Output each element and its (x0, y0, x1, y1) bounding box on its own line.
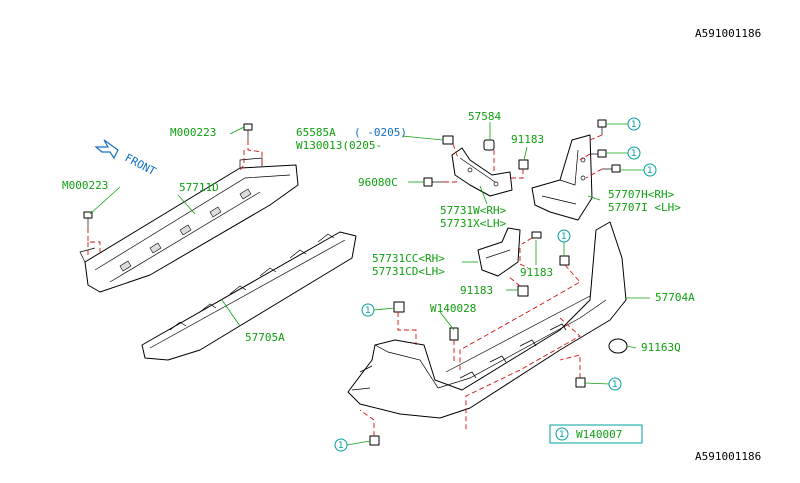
label-57584: 57584 (468, 110, 501, 123)
leader (401, 135, 444, 141)
label-57731cc: 57731CC<RH> (372, 252, 445, 265)
label-57711d: 57711D (179, 181, 219, 194)
label-57707i: 57707I <LH> (608, 201, 681, 214)
label-w130013: W130013(0205- (296, 139, 382, 152)
front-label: FRONT (123, 151, 159, 178)
bolt-icon (590, 149, 607, 158)
legend-part-number: W140007 (576, 428, 622, 441)
bracket-57731w (451, 147, 513, 197)
svg-text:1: 1 (365, 306, 371, 316)
label-96080c: 96080C (358, 176, 398, 189)
bumper-face-57704a (347, 221, 627, 419)
reference-code-bottom: A591001186 (695, 450, 761, 463)
bolt-icon (597, 119, 607, 135)
nut-91183-mid-icon (531, 231, 542, 239)
svg-text:1: 1 (338, 441, 344, 451)
clip-right-icon (559, 255, 570, 266)
clip-57584-icon (483, 139, 495, 151)
legend-box: 1 W140007 (549, 424, 643, 444)
leader (626, 345, 637, 349)
svg-text:1: 1 (631, 120, 637, 130)
clip-65585a-icon (442, 135, 454, 145)
callout-mark: 1 (643, 163, 657, 177)
callout-mark: 1 (608, 377, 622, 391)
leader (346, 440, 371, 446)
leader (177, 194, 196, 215)
label-m000223-lower: M000223 (62, 179, 108, 192)
dash-line (359, 264, 581, 436)
label-m000223-upper: M000223 (170, 126, 216, 139)
reference-code-top: A591001186 (695, 27, 761, 40)
clip-bottom-icon (575, 377, 586, 388)
callout-mark: 1 (334, 438, 348, 452)
dash-line (444, 143, 524, 183)
label-91163q: 91163Q (641, 341, 681, 354)
bolt-96080c-icon (423, 177, 444, 187)
dash-line (507, 237, 533, 287)
label-57705a: 57705A (245, 331, 285, 344)
leader (479, 185, 488, 205)
svg-text:1: 1 (561, 232, 567, 242)
nut-91183-upper-icon (518, 159, 529, 170)
label-91183-mid: 91183 (520, 266, 553, 279)
label-57731x: 57731X<LH> (440, 217, 507, 230)
label-w140028: W140028 (430, 302, 476, 315)
clip-upper-icon (393, 301, 405, 313)
front-arrow-icon (94, 139, 119, 160)
clip-w140028-icon (449, 327, 459, 341)
label-91183-upper: 91183 (511, 133, 544, 146)
cap-91163q-icon (608, 338, 628, 354)
nut-91183-lower-icon (517, 285, 529, 297)
bracket-57707h (531, 134, 593, 221)
label-57731cd: 57731CD<LH> (372, 265, 445, 278)
label-65585a-range: ( -0205) (354, 126, 407, 139)
label-91183-lower: 91183 (460, 284, 493, 297)
clip-lower-left-icon (369, 435, 380, 446)
label-65585a: 65585A (296, 126, 336, 139)
label-57731w: 57731W<RH> (440, 204, 507, 217)
leader (523, 146, 528, 161)
leader (221, 299, 241, 327)
dash-line (239, 140, 263, 171)
callout-mark: 1 (557, 229, 571, 243)
leader (229, 126, 245, 135)
dash-line (579, 134, 603, 179)
label-57704a: 57704A (655, 291, 695, 304)
callout-mark: 1 (627, 117, 641, 131)
callout-mark: 1 (627, 146, 641, 160)
dash-line (87, 228, 101, 258)
leader (89, 186, 121, 215)
absorber-57705a (141, 231, 357, 361)
leader (584, 382, 610, 385)
bracket-57731cc (477, 227, 521, 277)
leader (587, 195, 601, 201)
bolt-m000223-upper-icon (243, 123, 253, 140)
svg-text:1: 1 (631, 149, 637, 159)
callout-mark: 1 (361, 303, 375, 317)
reinforcement-57711d (79, 157, 299, 293)
svg-text:1: 1 (647, 166, 653, 176)
leader (439, 311, 455, 331)
svg-text:1: 1 (612, 380, 618, 390)
legend-mark: 1 (559, 430, 565, 440)
leader (373, 307, 395, 311)
bolt-m000223-lower-icon (83, 211, 93, 228)
label-57707h: 57707H<RH> (608, 188, 675, 201)
bolt-icon (602, 164, 621, 173)
